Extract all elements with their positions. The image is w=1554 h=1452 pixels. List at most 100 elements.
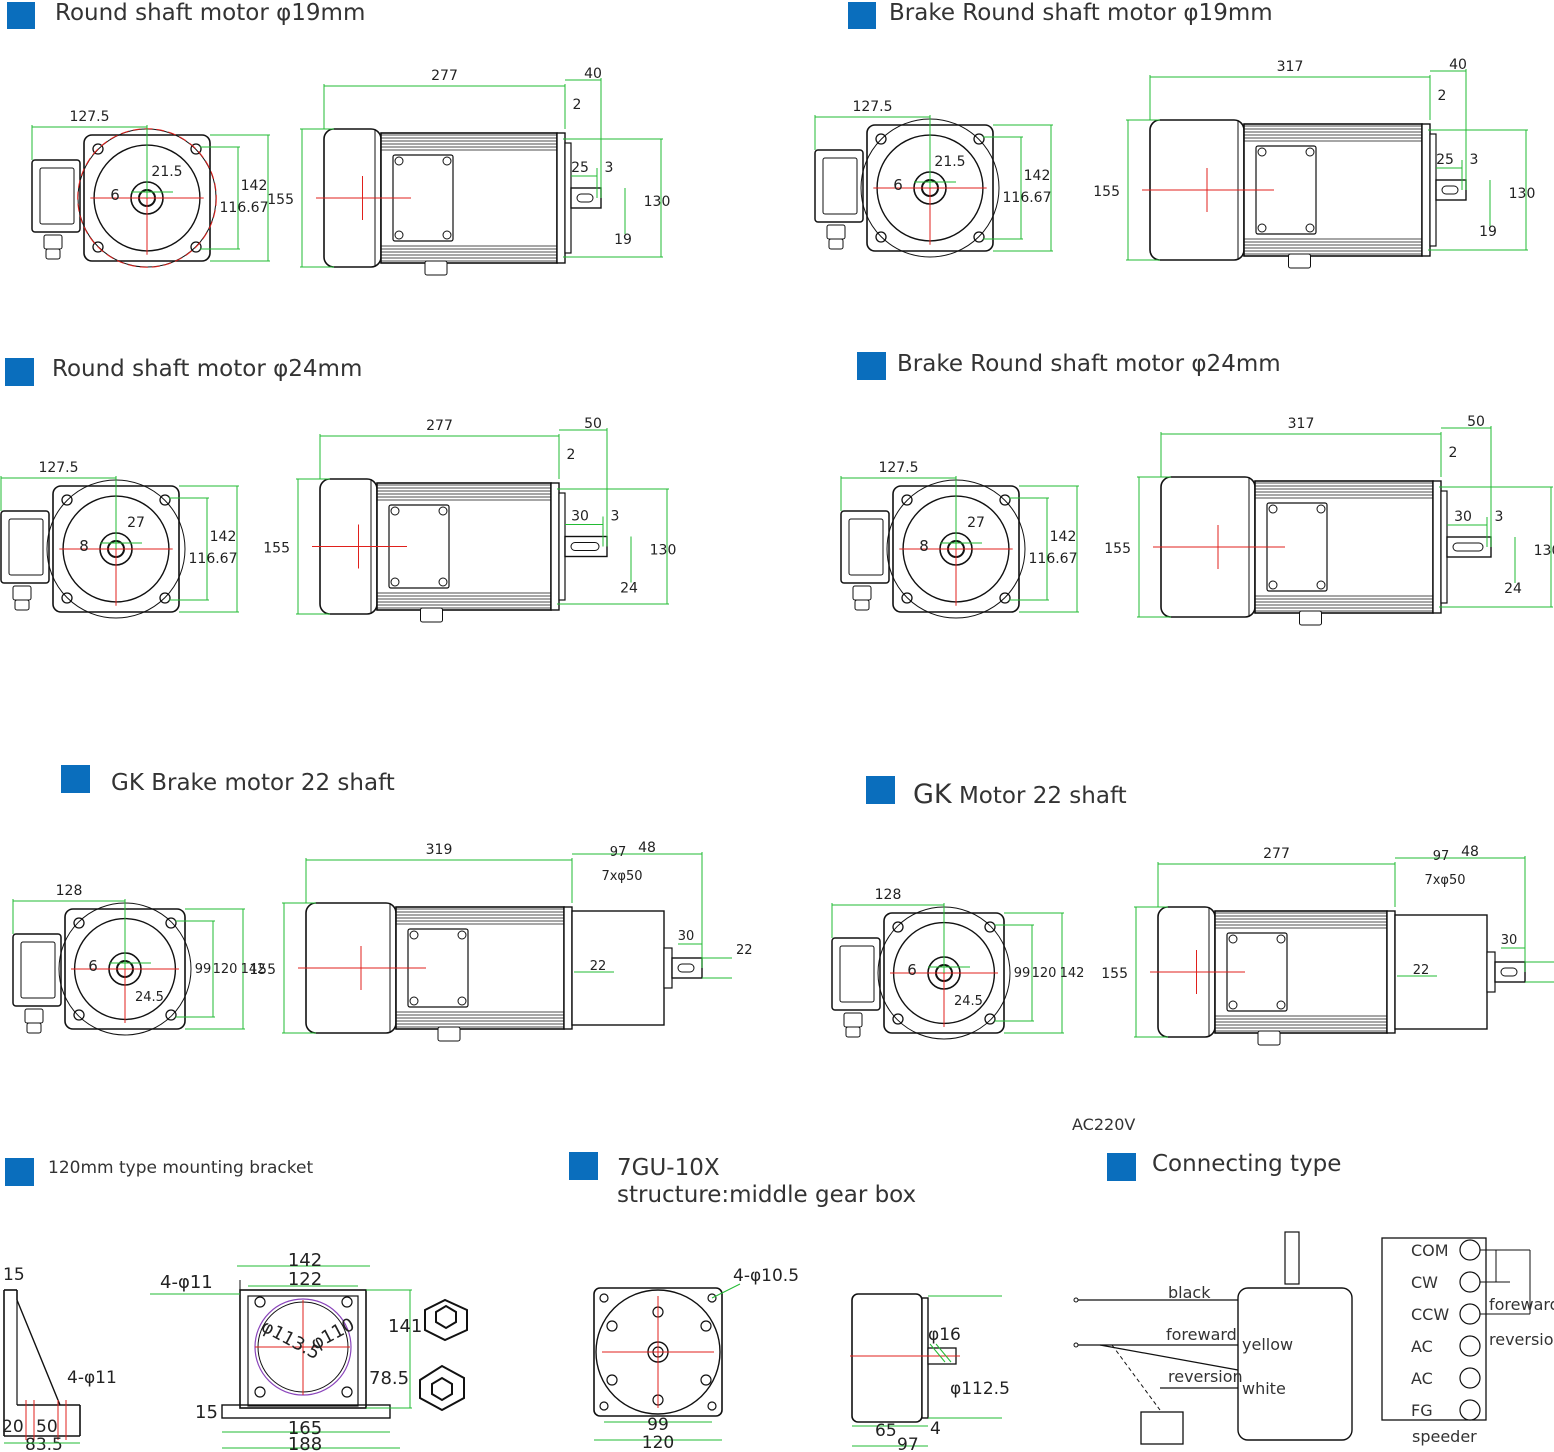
dim-label: 142	[1050, 529, 1077, 545]
dim-label: 21.5	[934, 154, 965, 170]
terminal-label: COM	[1411, 1241, 1449, 1260]
section-marker-round24	[5, 358, 34, 386]
dim-label: 30	[571, 509, 589, 525]
wire-label: black	[1168, 1283, 1211, 1302]
bracket-3d-icon	[424, 1298, 468, 1342]
dim-label: 3	[1470, 152, 1479, 168]
dim-label: 142	[241, 962, 266, 977]
dim-label: 116.67	[220, 200, 269, 216]
section-marker-gearbox	[569, 1152, 598, 1180]
dim-label: 155	[267, 192, 294, 208]
section-title: Brake Round shaft motor φ19mm	[889, 0, 1273, 26]
title-part: GK	[913, 779, 952, 810]
dim-label: 165	[288, 1418, 322, 1439]
bracket-3d-icon	[419, 1364, 465, 1412]
dim-label: 6	[893, 176, 903, 194]
dim-label: 116.67	[1003, 190, 1052, 206]
dim-label: 97	[1433, 849, 1450, 864]
dim-label: 130	[1509, 186, 1536, 202]
dim-label: 142	[1024, 168, 1051, 184]
dim-label: 127.5	[852, 99, 892, 115]
dim-label: 6	[110, 186, 120, 204]
dim-label: 4-φ11	[67, 1368, 117, 1388]
side-view-gk: 15527748977xφ50302222	[1101, 844, 1554, 1046]
wiring-diagram: AC220VblackforewardreversionyellowwhiteC…	[1072, 1115, 1554, 1446]
dim-label: 142	[210, 529, 237, 545]
dim-label: 27	[967, 515, 985, 531]
dim-label: 277	[1263, 846, 1290, 862]
dim-label: 15	[195, 1402, 218, 1423]
dim-label: 188	[288, 1434, 322, 1452]
dim-label: 2	[1449, 445, 1458, 461]
dim-label: 30	[1454, 509, 1472, 525]
dim-label: 48	[1461, 844, 1479, 860]
wire-label: foreward	[1489, 1295, 1554, 1314]
dim-label: 142	[288, 1250, 322, 1271]
dim-label: 24.5	[954, 994, 983, 1009]
dim-label: 99	[647, 1415, 669, 1435]
dim-label: 15	[3, 1265, 25, 1285]
dim-label: 97	[897, 1435, 919, 1452]
dim-label: 30	[678, 929, 695, 944]
dim-label: 24.5	[135, 990, 164, 1005]
dim-label: 2	[573, 97, 582, 113]
section-title: 120mm type mounting bracket	[48, 1158, 314, 1178]
dim-label: 21.5	[151, 164, 182, 180]
dim-label: 7xφ50	[601, 869, 642, 884]
dim-label: 27	[127, 515, 145, 531]
dim-label: 127.5	[878, 460, 918, 476]
dim-label: 40	[584, 66, 602, 82]
section-title: Brake Round shaft motor φ24mm	[897, 351, 1281, 377]
dim-label: 120	[213, 962, 238, 977]
dim-label: 3	[605, 160, 614, 176]
dim-label: 130	[1534, 543, 1554, 559]
wire-label: reversion	[1168, 1367, 1243, 1386]
dim-label: 155	[249, 962, 276, 978]
dim-label: 116.67	[189, 551, 238, 567]
dim-label: 155	[1104, 541, 1131, 557]
dim-label: 20	[2, 1417, 24, 1437]
section-title: Round shaft motor φ24mm	[52, 356, 363, 382]
dim-label: 2	[1438, 88, 1447, 104]
dim-label: 65	[875, 1421, 897, 1441]
dim-label: 4-φ10.5	[733, 1266, 799, 1286]
dim-label: 22	[590, 959, 607, 974]
front-view-brake19: 127.5 142 116.67 21.5 6	[814, 99, 1053, 258]
section-title: GK Brake motor 22 shaft	[111, 770, 395, 796]
bracket-3d-icon	[419, 1298, 468, 1412]
dim-label: 142	[241, 178, 268, 194]
section-marker-gkbrake	[61, 765, 90, 793]
dim-label: 155	[263, 541, 290, 557]
dim-label: 99	[195, 962, 212, 977]
dim-label: 317	[1288, 416, 1315, 432]
dim-label: 130	[650, 543, 677, 559]
dim-label: 48	[638, 840, 656, 856]
dim-label: 22	[1413, 963, 1430, 978]
dim-label: 8	[79, 537, 89, 555]
section-title: Connecting type	[1152, 1151, 1342, 1177]
dim-label: 155	[1093, 184, 1120, 200]
dim-label: 50	[1467, 414, 1485, 430]
wire-label: speeder	[1412, 1427, 1477, 1446]
dim-label: 155	[1101, 966, 1128, 982]
dim-label: 30	[1501, 933, 1518, 948]
wire-label: yellow	[1242, 1335, 1293, 1354]
dim-label: 8	[919, 537, 929, 555]
section-marker-gk	[866, 776, 895, 804]
wire-label: reversion	[1489, 1330, 1554, 1349]
section-title: GK Motor 22 shaft	[913, 781, 1127, 808]
wire-label: white	[1242, 1379, 1286, 1398]
dim-label: 22	[736, 943, 753, 958]
dim-label: 50	[584, 416, 602, 432]
section-subtitle: structure:middle gear box	[617, 1182, 917, 1208]
dim-label: 3	[611, 509, 620, 525]
